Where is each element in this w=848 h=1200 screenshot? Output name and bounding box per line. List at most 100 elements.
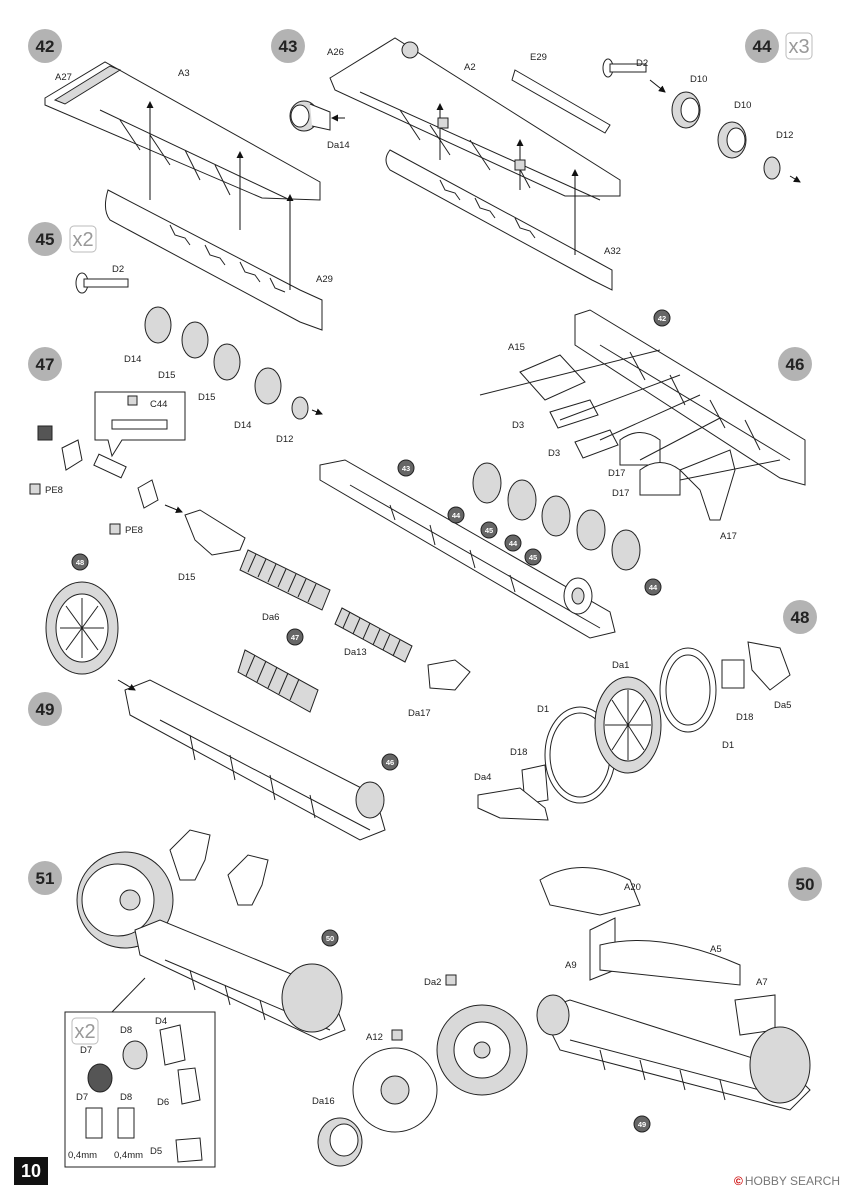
bracket-da5 — [747, 641, 791, 691]
plastic-part-icon — [127, 395, 138, 406]
part-label-d15: D15 — [198, 392, 215, 403]
bogie-wheel — [472, 462, 502, 504]
part-label-d14: D14 — [124, 354, 141, 365]
roadwheel-d14 — [144, 306, 172, 344]
photo-etch-icon — [109, 523, 121, 535]
page-number: 10 — [14, 1157, 48, 1185]
part-label-a12: A12 — [366, 1032, 383, 1043]
step-badge — [28, 222, 62, 256]
part-label-d17: D17 — [608, 468, 625, 479]
idler-hub — [563, 577, 593, 615]
step-badge — [788, 867, 822, 901]
sprocket-assembly — [749, 1026, 811, 1104]
inset-part-label-d8: D8 — [120, 1025, 132, 1036]
part-label-d2: D2 — [636, 58, 648, 69]
step-badge — [28, 347, 62, 381]
track-guard-assembly — [574, 309, 806, 486]
gap-label: 0,4mm — [114, 1150, 143, 1161]
part-label-d18: D18 — [736, 712, 753, 723]
bogie-wheel — [507, 479, 537, 521]
part-label-a29: A29 — [316, 274, 333, 285]
step-badge — [745, 29, 779, 63]
reference-number: 43 — [402, 464, 410, 473]
part-label-da2: Da2 — [424, 977, 441, 988]
exhaust-pipe — [227, 854, 269, 906]
step-48: 48 Da1 D1 D18 Da5 D1 D18 Da4 — [474, 600, 817, 821]
reference-badge — [321, 929, 339, 947]
reference-number: 49 — [638, 1120, 646, 1129]
part-label-d18: D18 — [510, 747, 527, 758]
hub-d18 — [721, 659, 745, 689]
step-badge — [778, 347, 812, 381]
step-49: 49 48 47 46 — [28, 553, 399, 841]
reference-number: 42 — [658, 314, 666, 323]
reference-badge — [397, 459, 415, 477]
axle-d2 — [602, 58, 647, 78]
axle-d2 — [75, 272, 129, 294]
reference-badge — [504, 534, 522, 552]
part-label-da4: Da4 — [474, 772, 491, 783]
part-label-da13: Da13 — [344, 647, 367, 658]
hub-d8 — [117, 1107, 135, 1139]
part-label-d15: D15 — [158, 370, 175, 381]
roadwheel-d10 — [671, 91, 701, 129]
step-badge — [28, 692, 62, 726]
multiplier-icon — [785, 32, 813, 60]
plate-d3 — [574, 429, 619, 459]
step-46: 46 A15 D3 D3 D17 D17 A17 42 43 — [319, 309, 812, 639]
inset-part-label-d5: D5 — [150, 1146, 162, 1157]
step-badge — [28, 861, 62, 895]
arm-a17 — [679, 449, 736, 521]
step-47: 47 C44 PE8 PE8 D15 Da6 Da13 Da17 — [28, 347, 471, 719]
reference-badge — [480, 521, 498, 539]
exhaust-pipe — [169, 829, 211, 881]
part-label-a5: A5 — [710, 944, 722, 955]
fender-a29 — [104, 189, 323, 331]
roadwheel-d15 — [181, 321, 209, 359]
part-label-da14: Da14 — [327, 140, 350, 151]
part-label-d1: D1 — [537, 704, 549, 715]
watermark-brand: HOBBY — [744, 1174, 787, 1188]
hull-side-assembly — [124, 679, 386, 841]
inset-part-label-d4: D4 — [155, 1016, 167, 1027]
hub-cover-a12 — [352, 1047, 438, 1133]
part-label-a7: A7 — [756, 977, 768, 988]
pin-part — [37, 425, 53, 441]
bracket-d17 — [619, 432, 661, 466]
part-label-da16: Da16 — [312, 1096, 335, 1107]
part-label-a20: A20 — [624, 882, 641, 893]
hull-side-assembly — [539, 999, 811, 1111]
step-badge — [271, 29, 305, 63]
step-number: 48 — [791, 608, 810, 627]
suspension-spring — [237, 649, 319, 713]
reference-number: 45 — [485, 526, 493, 535]
idler-hub — [536, 994, 570, 1036]
step-number: 45 — [36, 230, 55, 249]
part-label-pe8: PE8 — [45, 485, 63, 496]
reference-badge — [286, 628, 304, 646]
inset-part-label-d7: D7 — [80, 1045, 92, 1056]
fender-a5 — [599, 940, 741, 986]
step-multiplier: x3 — [788, 36, 809, 58]
hull-side-a2 — [329, 37, 621, 197]
bogie-wheel — [576, 509, 606, 551]
part-label-d12: D12 — [276, 434, 293, 445]
reference-badge — [524, 548, 542, 566]
shaft-d4 — [159, 1024, 186, 1066]
part-label-d3: D3 — [512, 420, 524, 431]
part-label-a26: A26 — [327, 47, 344, 58]
part-label-e29: E29 — [530, 52, 547, 63]
idler-hub — [355, 781, 385, 819]
inset-part-label-d6: D6 — [157, 1097, 169, 1108]
step-50: 50 A20 A9 A5 A7 Da2 A12 Da16 49 — [312, 867, 822, 1167]
part-label-d12: D12 — [776, 130, 793, 141]
multiplier-icon — [71, 1017, 99, 1045]
plastic-part-icon — [445, 974, 457, 986]
drive-sprocket-da2 — [436, 1004, 528, 1096]
part-label-da1: Da1 — [612, 660, 629, 671]
step-badge — [783, 600, 817, 634]
multiplier-icon — [69, 225, 97, 253]
watermark-suffix: SEARCH — [789, 1174, 840, 1188]
photo-etch-icon — [29, 483, 41, 495]
part-label-d1: D1 — [722, 740, 734, 751]
